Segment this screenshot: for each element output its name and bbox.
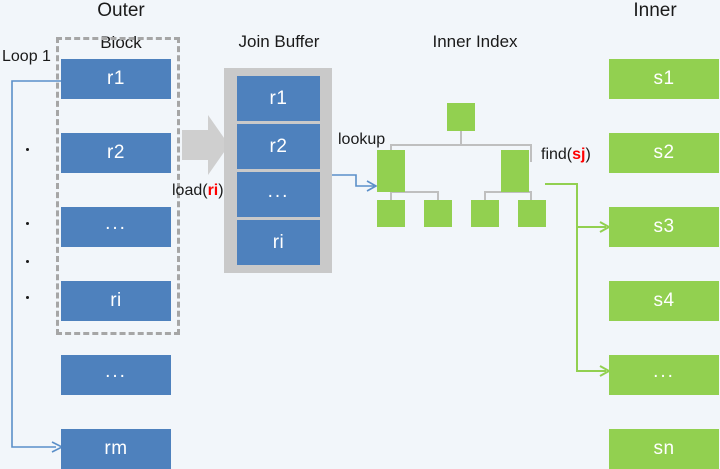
- inner-row-label: s3: [653, 216, 675, 237]
- join-buffer-row-label: ...: [267, 180, 290, 202]
- tree-edge-level2-bar-right: [484, 191, 532, 193]
- ellipsis-dot: [26, 260, 29, 263]
- outer-row-label: ...: [105, 213, 127, 234]
- tree-edge-root-stem: [460, 130, 462, 145]
- tree-node-leaf-1[interactable]: [424, 200, 452, 227]
- find-label-suffix: ): [585, 146, 591, 163]
- tree-edge-level2-bar-left: [390, 191, 438, 193]
- outer-row-2[interactable]: ...: [61, 207, 171, 247]
- inner-row-5[interactable]: sn: [609, 429, 719, 469]
- join-buffer-row-0[interactable]: r1: [237, 76, 320, 121]
- tree-edge-to-leaf-1: [437, 191, 439, 201]
- tree-node-root[interactable]: [447, 103, 475, 131]
- ellipsis-dot: [26, 222, 29, 225]
- title-outer: Outer: [97, 0, 145, 21]
- inner-row-label: s1: [653, 68, 675, 89]
- outer-row-label: r1: [107, 68, 125, 89]
- loop-label: Loop 1: [2, 48, 51, 65]
- inner-row-2[interactable]: s3: [609, 207, 719, 247]
- load-label: load(ri): [172, 182, 224, 200]
- inner-row-1[interactable]: s2: [609, 133, 719, 173]
- inner-row-label: s2: [653, 142, 675, 163]
- block-frame: [56, 37, 180, 335]
- load-label-var: ri: [207, 182, 219, 199]
- inner-row-3[interactable]: s4: [609, 281, 719, 321]
- tree-node-leaf-0[interactable]: [377, 200, 405, 227]
- join-buffer-row-3[interactable]: ri: [237, 220, 320, 265]
- join-buffer-row-label: ri: [272, 231, 285, 253]
- join-buffer-row-2[interactable]: ...: [237, 172, 320, 217]
- tree-edge-level1-bar: [390, 144, 532, 146]
- outer-row-5[interactable]: rm: [61, 429, 171, 469]
- inner-row-4[interactable]: ...: [609, 355, 719, 395]
- outer-row-4[interactable]: ...: [61, 355, 171, 395]
- join-buffer-row-1[interactable]: r2: [237, 124, 320, 169]
- join-buffer-row-label: r1: [269, 87, 288, 109]
- outer-row-label: r2: [107, 142, 125, 163]
- tree-edge-to-leaf-2: [484, 191, 486, 201]
- inner-row-0[interactable]: s1: [609, 59, 719, 99]
- join-buffer-row-label: r2: [269, 135, 288, 157]
- find-connector-arrows: [545, 183, 612, 377]
- title-join-buffer: Join Buffer: [238, 32, 320, 51]
- inner-row-label: s4: [653, 290, 675, 311]
- title-inner-index: Inner Index: [432, 32, 518, 51]
- tree-edge-to-leaf-3: [530, 191, 532, 201]
- tree-edge-to-mid-right: [530, 144, 532, 162]
- load-label-suffix: ): [218, 182, 224, 199]
- tree-node-leaf-3[interactable]: [518, 200, 546, 227]
- tree-node-mid-right[interactable]: [501, 150, 529, 192]
- outer-row-label: rm: [104, 438, 128, 459]
- lookup-arrow: [332, 174, 378, 192]
- outer-row-label: ri: [110, 290, 122, 311]
- outer-row-label: ...: [105, 361, 127, 382]
- tree-node-leaf-2[interactable]: [471, 200, 499, 227]
- title-inner: Inner: [633, 0, 677, 21]
- find-label: find(sj): [541, 146, 591, 164]
- load-label-prefix: load(: [172, 182, 208, 199]
- ellipsis-dot: [26, 296, 29, 299]
- inner-row-label: ...: [653, 361, 675, 382]
- outer-row-3[interactable]: ri: [61, 281, 171, 321]
- load-block-arrow: [182, 115, 229, 175]
- outer-row-1[interactable]: r2: [61, 133, 171, 173]
- find-label-var: sj: [572, 146, 586, 163]
- inner-row-label: sn: [653, 438, 675, 459]
- outer-row-0[interactable]: r1: [61, 59, 171, 99]
- tree-edge-to-leaf-0: [390, 191, 392, 201]
- find-label-prefix: find(: [541, 146, 573, 163]
- tree-node-mid-left[interactable]: [377, 150, 405, 192]
- ellipsis-dot: [26, 148, 29, 151]
- lookup-label: lookup: [338, 131, 386, 148]
